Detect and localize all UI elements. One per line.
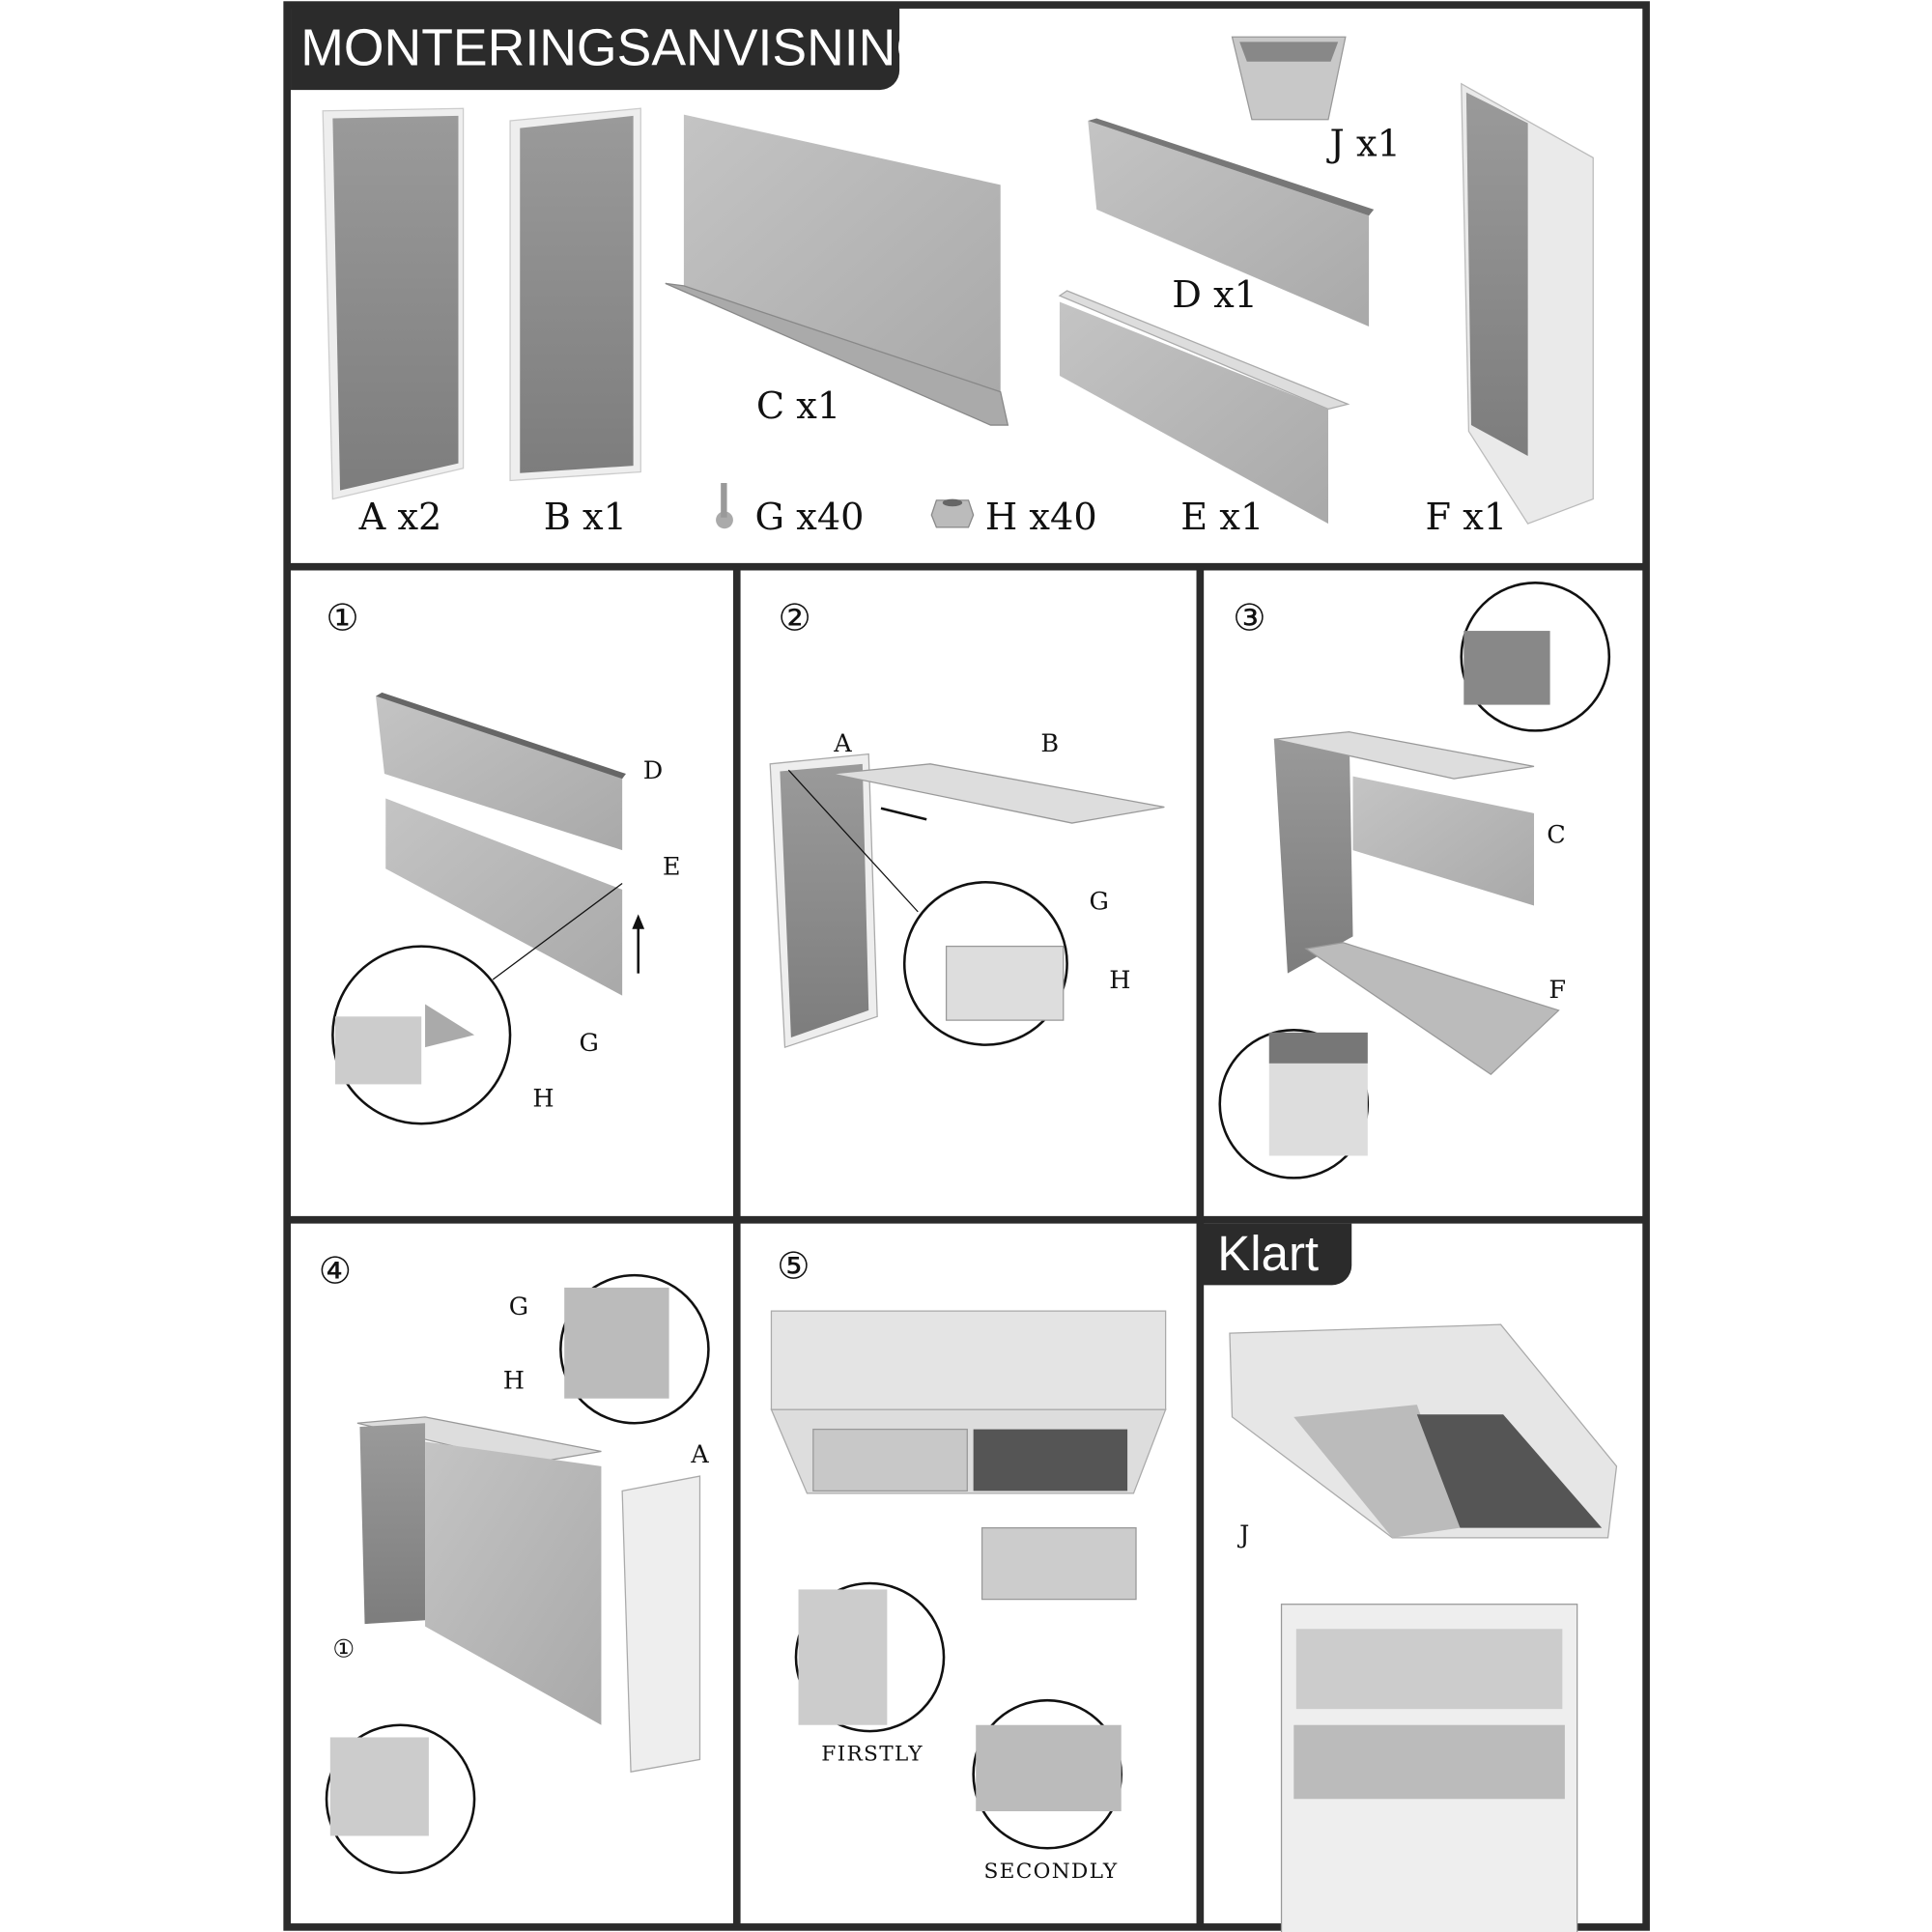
frame <box>283 1 1650 1931</box>
part-f-drawing <box>1461 82 1594 525</box>
part-c-label: C x1 <box>755 384 841 429</box>
step5-number: ⑤ <box>777 1244 810 1289</box>
step2-label-h: H <box>1109 964 1131 995</box>
part-e-drawing <box>1058 290 1350 525</box>
step2-number: ② <box>778 596 811 640</box>
part-a-drawing <box>322 107 465 500</box>
screw-icon <box>716 482 733 529</box>
step4-drawing <box>325 1273 710 1875</box>
part-h-label: H x40 <box>984 496 1097 540</box>
part-g-label: G x40 <box>754 496 865 540</box>
part-c-drawing <box>665 114 1009 426</box>
step1-label-d: D <box>642 754 664 785</box>
step1-label-e: E <box>662 851 681 881</box>
step2-drawing <box>769 753 1165 1049</box>
step4-number: ④ <box>318 1250 353 1293</box>
step3-number: ③ <box>1233 596 1266 640</box>
step5-drawing <box>770 1310 1167 1850</box>
part-f-label: F x1 <box>1425 496 1508 540</box>
nut-icon <box>930 498 975 528</box>
finished-hood-drawing <box>1229 1323 1618 1932</box>
done-label-j: J <box>1239 1519 1250 1549</box>
page-title: MONTERINGSANVISNING <box>291 6 936 91</box>
step3-drawing <box>1218 582 1611 1179</box>
step2-label-b: B <box>1040 727 1060 758</box>
step4-label-a: A <box>691 1438 709 1469</box>
step1-drawing <box>331 692 645 1125</box>
step1-label-h: H <box>532 1083 554 1113</box>
part-d-label: D x1 <box>1172 273 1259 318</box>
step1-number: ① <box>326 596 359 640</box>
step4-label-g: G <box>508 1291 529 1321</box>
step4-label-step1-ref: ① <box>332 1634 355 1663</box>
step3-label-c: C <box>1547 819 1566 849</box>
part-a-label: A x2 <box>358 496 442 540</box>
step4-label-h: H <box>502 1365 526 1395</box>
step2-label-g: G <box>1089 886 1109 916</box>
step1-label-g: G <box>579 1027 599 1058</box>
step5-label-secondly: SECONDLY <box>983 1859 1119 1885</box>
done-title: Klart <box>1202 1223 1352 1286</box>
part-d-drawing <box>1088 118 1375 327</box>
part-j-drawing <box>1231 36 1347 121</box>
step2-label-a: A <box>834 727 852 758</box>
step3-label-f: F <box>1548 974 1567 1005</box>
part-j-label: J x1 <box>1329 122 1401 166</box>
part-e-label: E x1 <box>1180 496 1264 540</box>
part-b-drawing <box>509 107 641 482</box>
part-b-label: B x1 <box>543 496 627 540</box>
step5-label-firstly: FIRSTLY <box>821 1742 923 1768</box>
